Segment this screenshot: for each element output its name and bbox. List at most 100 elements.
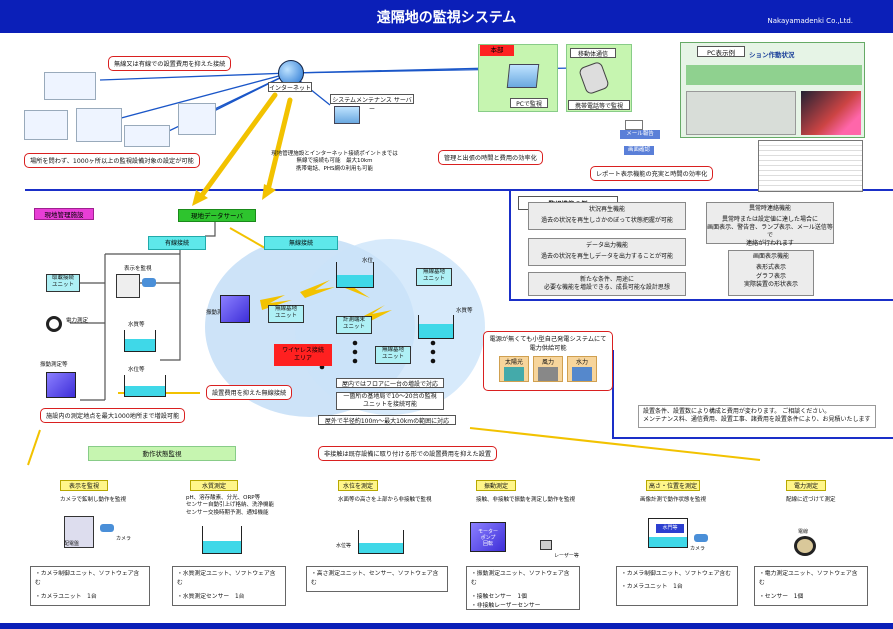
pc-screen-panel [686, 91, 796, 135]
honbu-label: 本部 [480, 45, 514, 56]
vibration-sensor-icon [220, 295, 250, 323]
maintenance-laptop-icon [334, 106, 360, 124]
card-5-label-gate: 水門等 [656, 524, 684, 533]
motor-pump-icon: モーターポンプ回転 [470, 522, 506, 552]
measure-terminal-unit: 計測端末ユニット [336, 316, 372, 334]
pc-screen-3d-graph [801, 91, 861, 135]
data-output-function: データ出力機能 過去の状況を再生しデータを出力することが可能 [528, 238, 686, 266]
remote-site-network-4 [124, 125, 170, 147]
note-points: 一箇所の基地局で10～20台の監視ユニットを接続可能 [336, 392, 444, 410]
water-quality2-label: 水質等 [456, 308, 473, 314]
display-monitor-label: 表示を監視 [124, 266, 152, 272]
card-3-label: 水位等 [336, 543, 352, 549]
power-source-hydro: 水力 [567, 356, 597, 382]
current-clamp-icon [794, 536, 816, 556]
callout-anywhere: 場所を問わず、1000ヶ所以上の監視設備対象の設定が可能 [24, 153, 200, 168]
solar-icon [504, 367, 524, 381]
callout-wireless-wired: 無線又は有線での設置費用を抑えた接続 [108, 56, 232, 71]
vibration-measure-label: 振動測定等 [206, 308, 234, 316]
power-measure-label: 電力測定 [66, 318, 89, 324]
card-5-camera-icon [694, 534, 708, 542]
pc-screen-title: ション作動状況 [749, 51, 795, 59]
card-3-items: ・高さ測定ユニット、センサー、ソフトウェア含む [306, 566, 448, 592]
self-power-box: 電源が無くても小型自己発電システムにて 電力供給可能 太陽光 風力 水力 [483, 331, 613, 391]
remote-site-network-3 [76, 108, 122, 142]
vibration-label: 振動測定等 [40, 362, 68, 368]
distribution-board-icon [64, 516, 94, 548]
floodgate-icon [648, 518, 688, 548]
camera-icon [142, 278, 156, 287]
card-1-desc: カメラで鉱制し動作を監視 [60, 497, 127, 503]
pc-laptop-icon [506, 64, 540, 88]
water-quality-label: 水質等 [128, 322, 145, 328]
internet-label: インターネット [268, 82, 312, 92]
water-level2-label: 水位 [362, 258, 374, 264]
wireless-base-unit-2: 無線基地ユニット [416, 268, 452, 286]
expandable-function: 新たな条件、用途に 必要な機能を増設できる、成長可能な設計思想 [528, 272, 686, 296]
note-outdoor: 屋外で半径約100m～最大10kmの範囲に対応 [318, 415, 456, 425]
header-bar: 遠隔地の監視システム Nakayamadenki Co.,Ltd. [0, 0, 893, 33]
vibration-device-icon [46, 372, 76, 398]
mail-alert-label: メール報告 [620, 130, 660, 139]
remote-site-network-2 [24, 110, 68, 140]
wind-icon [538, 367, 558, 381]
wireless-area-right [295, 239, 485, 415]
card-1-label-board: 配電盤 [64, 541, 80, 547]
card-5-label-camera: カメラ [690, 546, 706, 552]
remote-site-network-5 [178, 103, 216, 135]
pc-display-example: PC表示例 ション作動状況 [680, 42, 865, 138]
wireless-base-unit-1: 無線基地ユニット [268, 305, 304, 323]
footer-bar [0, 623, 893, 629]
power-source-solar: 太陽光 [499, 356, 529, 382]
water-level-label: 水位等 [128, 367, 145, 373]
card-4-desc: 接触、非接触で振動を測定し動作を監視 [476, 497, 576, 503]
card-2-title: 水質測定 [190, 480, 238, 491]
card-3-title: 水位を測定 [338, 480, 378, 491]
power-clamp-icon [46, 316, 62, 332]
playback-function: 状況再生機能 過去の状況を再生しさかのぼって状態把握が可能 [528, 202, 686, 230]
card-1-title: 表示を監視 [60, 480, 108, 491]
mail-envelope-icon [625, 120, 643, 130]
card-3-tank [358, 530, 404, 554]
cost-note: 設置条件、設置数により構成と費用が変わります。 ご相談ください。 メンテナンス料… [638, 405, 876, 428]
card-2-tank [202, 526, 242, 554]
water-level-tank [124, 375, 166, 397]
note-floor: 屋内ではフロアに一台の増設で対応 [336, 378, 444, 388]
pc-display-label: PC表示例 [697, 46, 745, 57]
hydro-icon [572, 367, 592, 381]
card-6-label: 電線 [798, 529, 809, 535]
facility-label: 現地管理施設 [34, 208, 94, 220]
wireless-area-badge: ワイヤレス接続エリア [274, 344, 332, 366]
wired-label: 有線接続 [148, 236, 206, 250]
screen-confirm-label: 画面確認 [624, 146, 654, 155]
card-6-items: ・電力測定ユニット、ソフトウェア含む・センサー 1個 [754, 566, 868, 606]
alarm-function: 異常時連絡機能 異常時または設定値に達した場合に 画面表示、警告音、ランプ表示、… [706, 202, 834, 247]
card-4-title: 振動測定 [476, 480, 516, 491]
callout-retrofit: 非接触は既存設備に取り付ける形での設置費用を抑えた設置 [318, 446, 498, 461]
card-1-label-camera: カメラ [116, 536, 132, 542]
pc-monitor-label: PCで監視 [510, 98, 548, 108]
card-1-items: ・カメラ制御ユニット、ソフトウェア含む・カメラユニット 1台 [30, 566, 150, 606]
card-5-items: ・カメラ制御ユニット、ソフトウェア含む・カメラユニット 1台 [616, 566, 738, 606]
pc-screen-pipes [686, 65, 862, 85]
wireless-label: 無線接続 [264, 236, 338, 250]
callout-wireless-cost: 設置費用を抑えた無線接続 [206, 385, 293, 400]
card-2-desc: pH、溶存酸素、分光、ORP等センサー自動引上げ格納、洗浄機能センサー交換時期予… [186, 495, 275, 516]
card-6-desc: 配線に近づけて測定 [786, 497, 836, 503]
wireless-base-unit-3: 無線基地ユニット [375, 346, 411, 364]
card-5-desc: 画像計測で動作状態を監視 [640, 497, 707, 503]
wireless-quality-tank [418, 315, 454, 339]
page-title: 遠隔地の監視システム [376, 10, 517, 26]
data-server-label: 現地データサーバ [178, 209, 256, 222]
company-name: Nakayamadenki Co.,Ltd. [767, 17, 853, 25]
callout-report: レポート表示機能の充実と時間の効率化 [590, 166, 714, 181]
card-5-title: 高さ・位置を測定 [646, 480, 700, 491]
analog-unit: 取載接続ユニット [46, 274, 80, 292]
card-4-items: ・振動測定ユニット、ソフトウェア含む・接触センサー 1個・非接触レーザーセンサー [466, 566, 580, 610]
remote-site-network-1 [44, 72, 96, 100]
mobile-comm-label: 移動体通信 [570, 48, 616, 58]
net-note: 現地管理施設とインターネット接続ポイントまでは 無線で接続も可能 最大10km … [271, 151, 398, 172]
phone-monitor-label: 携帯電話等で監視 [568, 100, 630, 110]
card-2-items: ・水質測定ユニット、ソフトウェア含む・水質測定センサー 1台 [172, 566, 286, 606]
motion-monitor-title: 動作状態監視 [88, 446, 236, 461]
